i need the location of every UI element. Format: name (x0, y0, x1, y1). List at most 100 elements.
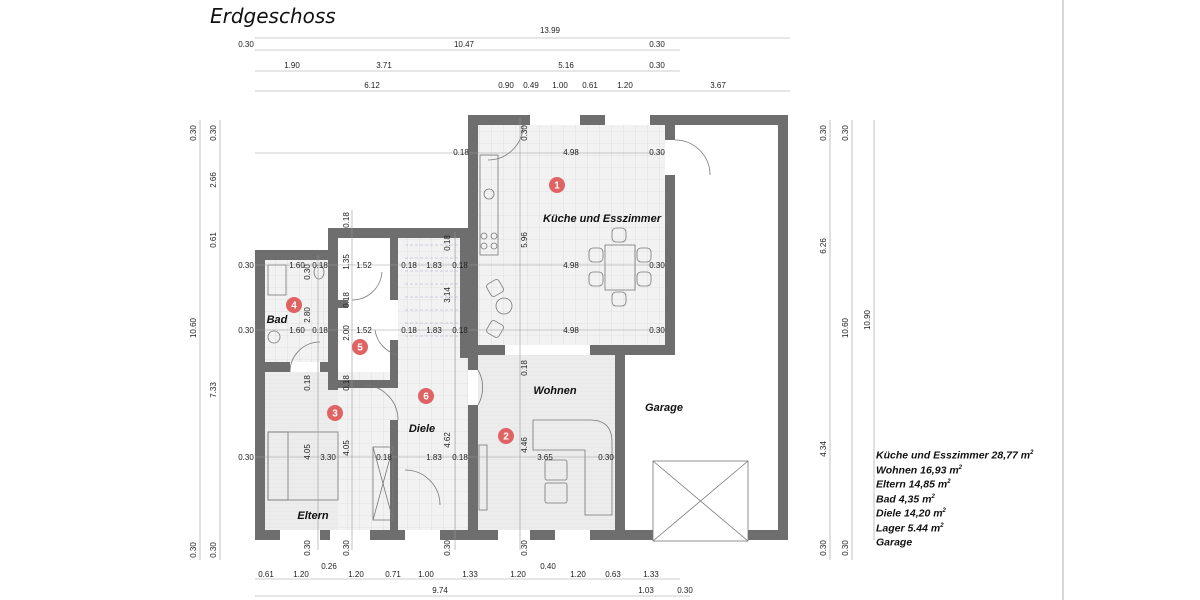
area-label: Wohnen 16,93 m (876, 464, 959, 476)
wall (590, 530, 625, 540)
dimension-label: 0.30 (238, 453, 254, 462)
dimension-label: 0.18 (453, 148, 469, 157)
dimension-label: 0.61 (258, 570, 274, 579)
dimension-label: 1.00 (418, 570, 434, 579)
wall (370, 530, 405, 540)
area-unit-exponent: 2 (947, 479, 951, 485)
dimension-label: 1.83 (426, 326, 442, 335)
dimension-label: 0.30 (841, 540, 850, 556)
room-marker (549, 177, 565, 193)
wall (468, 405, 478, 540)
dimension-label: 2.66 (209, 172, 218, 188)
dimension-label: 1.20 (510, 570, 526, 579)
dimension-label: 0.40 (540, 562, 556, 571)
area-item: Wohnen 16,93 m2 (876, 462, 1033, 476)
dimension-label: 0.90 (498, 81, 514, 90)
area-item: Eltern 14,85 m2 (876, 476, 1033, 491)
wall (390, 238, 398, 300)
dimension-label: 4.34 (819, 441, 828, 457)
dimension-label: 0.30 (189, 125, 198, 141)
dimension-label: 1.20 (293, 570, 309, 579)
wall (610, 530, 653, 540)
wall (338, 380, 398, 388)
dimension-label: 1.20 (570, 570, 586, 579)
dimension-label: 0.30 (819, 540, 828, 556)
dimension-label: 1.20 (617, 81, 633, 90)
dimension-label: 0.61 (209, 232, 218, 248)
area-label: Bad 4,35 m (876, 493, 932, 505)
dimension-label: 1.33 (643, 570, 659, 579)
dimension-label: 1.60 (289, 326, 305, 335)
room-label: Diele (409, 423, 435, 435)
wall (665, 115, 675, 140)
dimension-label: 10.90 (863, 309, 872, 330)
room-marker (418, 388, 434, 404)
room-marker (352, 339, 368, 355)
dimension-label: 1.20 (348, 570, 364, 579)
area-unit-exponent: 2 (958, 464, 963, 471)
dimension-label: 1.52 (356, 326, 372, 335)
dimension-label: 3.30 (320, 453, 336, 462)
dimension-label: 0.18 (520, 360, 529, 376)
dimension-label: 4.98 (563, 326, 579, 335)
dimension-label: 5.96 (520, 232, 529, 248)
wall (390, 340, 398, 388)
dimension-label: 0.30 (209, 542, 218, 558)
wall (590, 345, 675, 355)
dimension-label: 0.18 (401, 326, 417, 335)
room-label: Wohnen (533, 385, 576, 397)
dimension-label: 6.12 (364, 81, 380, 90)
furniture (267, 124, 749, 542)
dimension-label: 1.60 (289, 261, 305, 270)
area-item: Lager 5.44 m2 (876, 520, 1033, 534)
area-label: Lager 5.44 m (876, 522, 941, 534)
dimension-label: 9.74 (432, 586, 448, 595)
room-number: 3 (332, 409, 338, 420)
dimension-label: 0.18 (452, 261, 468, 270)
floor-kitchen (478, 125, 665, 345)
wall (460, 238, 468, 358)
wall (665, 175, 675, 355)
area-label: Garage (876, 536, 913, 549)
dimension-label: 10.60 (841, 317, 850, 338)
walls (255, 115, 788, 540)
room-number: 6 (423, 392, 429, 403)
room-label: Küche und Esszimmer (543, 213, 662, 225)
dimension-label: 1.83 (426, 261, 442, 270)
wall (615, 355, 625, 540)
dimension-label: 4.62 (443, 432, 452, 448)
dimension-label: 3.67 (710, 81, 726, 90)
dimension-label: 0.30 (238, 326, 254, 335)
wall (328, 228, 338, 390)
dimension-label: 0.18 (401, 261, 417, 270)
wall (320, 362, 338, 372)
dimension-label: 1.35 (342, 254, 351, 270)
dimension-label: 1.00 (552, 81, 568, 90)
wall (748, 530, 788, 540)
dimension-label: 4.98 (563, 148, 579, 157)
area-unit-exponent: 2 (942, 508, 946, 514)
dimension-label: 0.30 (443, 540, 452, 556)
dimension-label: 7.33 (209, 382, 218, 398)
dimension-label: 0.18 (452, 453, 468, 462)
dimension-label: 5.16 (558, 61, 574, 70)
dimension-label: 0.30 (238, 261, 254, 270)
dimension-label: 0.18 (443, 235, 452, 251)
room-label: Bad (267, 314, 288, 326)
wall (390, 420, 398, 540)
dimension-label: 4.05 (342, 440, 351, 456)
wall (468, 115, 530, 125)
dimension-label: 4.46 (520, 437, 529, 453)
dimension-label: 0.30 (238, 40, 254, 49)
dimension-label: 0.18 (452, 326, 468, 335)
dimension-label: 1.52 (356, 261, 372, 270)
room-marker (327, 405, 343, 421)
dimension-label: 0.18 (312, 326, 328, 335)
floor-living (478, 355, 615, 530)
dimension-label: 0.18 (342, 212, 351, 228)
room-number: 4 (291, 301, 297, 312)
